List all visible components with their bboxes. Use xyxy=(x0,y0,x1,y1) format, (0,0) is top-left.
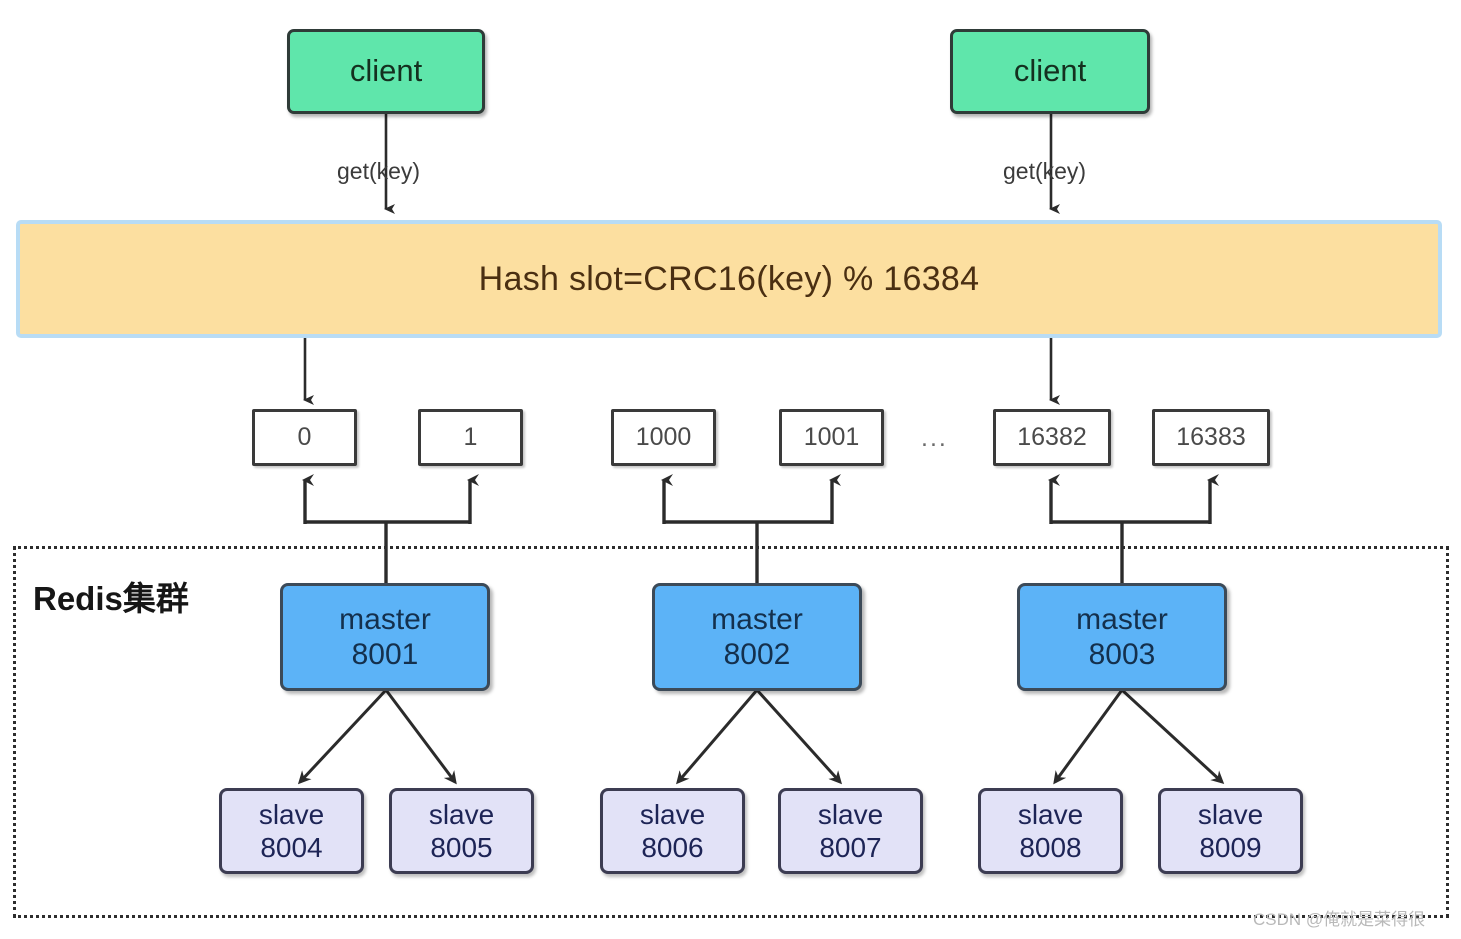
master-role: master xyxy=(711,602,803,636)
slot-box-1001[interactable]: 1001 xyxy=(779,409,884,466)
get-key-label-2: get(key) xyxy=(1003,158,1087,184)
slave-port: 8006 xyxy=(641,832,704,863)
master-node-8002[interactable]: master 8002 xyxy=(652,583,862,691)
slave-role: slave xyxy=(1197,798,1264,830)
slot-box-1000[interactable]: 1000 xyxy=(611,409,716,466)
slave-port: 8005 xyxy=(430,832,493,863)
slave-role: slave xyxy=(1017,798,1084,830)
client-label: client xyxy=(1013,53,1087,89)
slot-ellipsis: ... xyxy=(921,424,948,452)
slave-role: slave xyxy=(639,798,706,830)
slave-port: 8009 xyxy=(1199,832,1262,863)
master-port: 8001 xyxy=(351,638,419,671)
slot-box-16383[interactable]: 16383 xyxy=(1152,409,1270,466)
slave-node-8005[interactable]: slave 8005 xyxy=(389,788,534,874)
slot-box-1[interactable]: 1 xyxy=(418,409,523,466)
slave-node-8009[interactable]: slave 8009 xyxy=(1158,788,1303,874)
master-port: 8003 xyxy=(1088,638,1156,671)
hash-slot-banner: Hash slot=CRC16(key) % 16384 xyxy=(16,220,1442,338)
client-label: client xyxy=(349,53,423,89)
slave-role: slave xyxy=(428,798,495,830)
master-role: master xyxy=(1076,602,1168,636)
slave-node-8007[interactable]: slave 8007 xyxy=(778,788,923,874)
master-node-8001[interactable]: master 8001 xyxy=(280,583,490,691)
slot-label: 16383 xyxy=(1176,422,1246,451)
get-key-label-1: get(key) xyxy=(337,158,421,184)
redis-cluster-label: Redis集群 xyxy=(33,580,189,617)
redis-cluster-frame xyxy=(13,546,1449,918)
slave-node-8008[interactable]: slave 8008 xyxy=(978,788,1123,874)
hash-slot-formula: Hash slot=CRC16(key) % 16384 xyxy=(478,259,980,298)
slot-label: 0 xyxy=(297,422,312,451)
slot-label: 1000 xyxy=(635,422,692,451)
master-node-8003[interactable]: master 8003 xyxy=(1017,583,1227,691)
slave-node-8006[interactable]: slave 8006 xyxy=(600,788,745,874)
slot-box-0[interactable]: 0 xyxy=(252,409,357,466)
client-node-2[interactable]: client xyxy=(950,29,1150,114)
csdn-watermark: CSDN @俺就是菜得很 xyxy=(1253,910,1426,929)
slave-port: 8008 xyxy=(1019,832,1082,863)
slot-box-16382[interactable]: 16382 xyxy=(993,409,1111,466)
slave-role: slave xyxy=(258,798,325,830)
slave-port: 8004 xyxy=(260,832,323,863)
master-role: master xyxy=(339,602,431,636)
slave-port: 8007 xyxy=(819,832,882,863)
slot-label: 16382 xyxy=(1017,422,1087,451)
slot-label: 1001 xyxy=(803,422,860,451)
slave-role: slave xyxy=(817,798,884,830)
master-port: 8002 xyxy=(723,638,791,671)
slot-label: 1 xyxy=(463,422,478,451)
client-node-1[interactable]: client xyxy=(287,29,485,114)
slave-node-8004[interactable]: slave 8004 xyxy=(219,788,364,874)
